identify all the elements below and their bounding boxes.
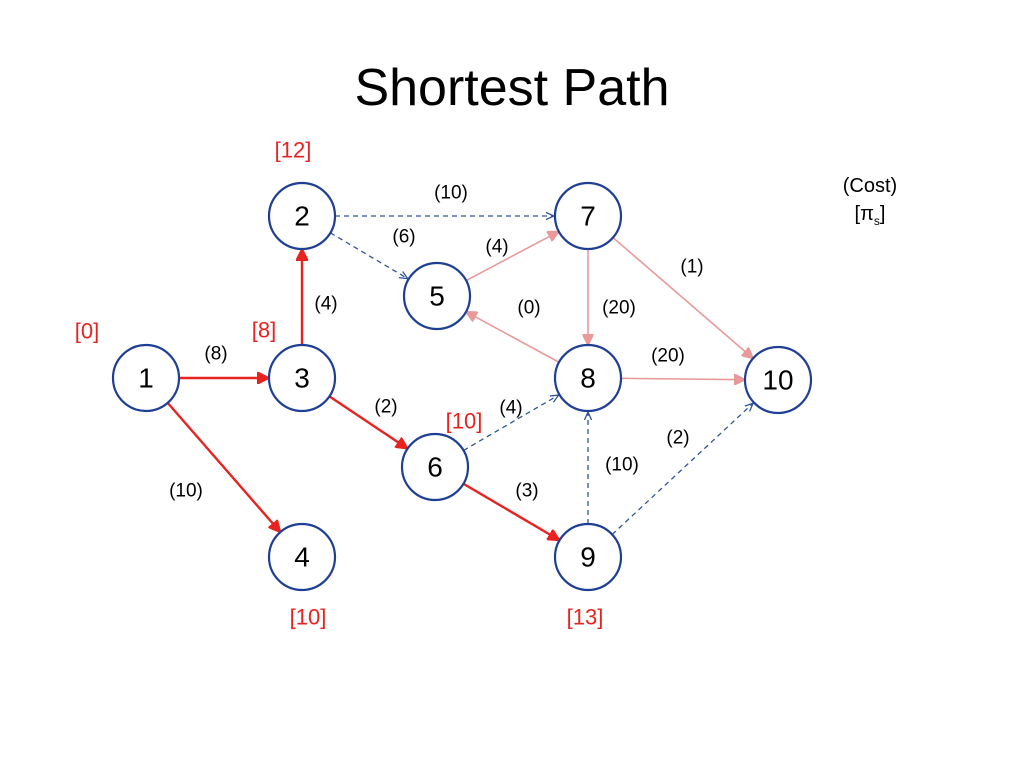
- legend-potential-symbol: π: [860, 203, 874, 225]
- legend-potential-open: [: [854, 203, 861, 225]
- node-label-1: 1: [138, 363, 154, 394]
- node-distance-3: [8]: [252, 318, 276, 343]
- edge-8-10: [620, 378, 744, 379]
- labels-layer: (8) (10) (4) (2) (3) (10) (6) (4) (10) (2) (4) (0) (…: [75, 138, 704, 630]
- edge-cost-8-10: (20): [651, 346, 685, 367]
- edge-6-9: [462, 482, 558, 540]
- nodes-layer: 1 2 3 4 5 6 7 8 9 10: [111, 181, 813, 592]
- page-title: Shortest Path: [354, 59, 670, 117]
- edge-cost-9-8: (10): [605, 455, 639, 476]
- edge-cost-2-7: (10): [434, 183, 468, 204]
- node-7: 7: [553, 181, 623, 251]
- node-circle-6: [400, 432, 470, 502]
- node-2: 2: [267, 181, 337, 251]
- node-label-9: 9: [580, 542, 596, 573]
- legend: (Cost) [πs]: [820, 172, 920, 235]
- edge-2-5: [330, 232, 407, 279]
- node-label-5: 5: [429, 281, 445, 312]
- node-distance-4: [10]: [290, 605, 327, 630]
- edge-cost-1-4: (10): [169, 481, 203, 502]
- node-10: 10: [743, 345, 813, 415]
- node-label-10: 10: [762, 365, 793, 396]
- legend-potential-sub: s: [873, 214, 880, 228]
- edge-cost-5-7: (4): [485, 237, 508, 258]
- edge-cost-7-10: (1): [680, 257, 703, 278]
- edge-cost-1-3: (8): [204, 344, 227, 365]
- node-circle-3: [267, 343, 337, 413]
- node-circle-2: [267, 181, 337, 251]
- edge-5-7: [465, 232, 558, 282]
- node-circle-8: [553, 343, 623, 413]
- edges-layer: [166, 216, 753, 540]
- node-circle-10: [743, 345, 813, 415]
- node-4: 4: [267, 522, 337, 592]
- node-circle-1: [111, 343, 181, 413]
- edge-cost-3-6: (2): [374, 397, 397, 418]
- node-distance-9: [13]: [567, 605, 604, 630]
- edge-cost-3-2: (4): [314, 294, 337, 315]
- edge-1-4: [166, 402, 280, 531]
- node-label-2: 2: [294, 201, 310, 232]
- node-circle-5: [402, 261, 472, 331]
- edge-6-8: [463, 395, 559, 451]
- legend-cost: (Cost): [842, 175, 898, 197]
- edge-cost-2-5: (6): [392, 227, 415, 248]
- node-label-3: 3: [294, 363, 310, 394]
- node-label-4: 4: [294, 542, 310, 573]
- edge-8-5: [467, 312, 560, 363]
- node-9: 9: [553, 522, 623, 592]
- node-label-7: 7: [580, 201, 596, 232]
- node-circle-7: [553, 181, 623, 251]
- node-8: 8: [553, 343, 623, 413]
- edge-cost-9-10: (2): [666, 428, 689, 449]
- node-circle-9: [553, 522, 623, 592]
- legend-potential: [πs]: [820, 200, 920, 235]
- node-label-8: 8: [580, 363, 596, 394]
- node-5: 5: [402, 261, 472, 331]
- edge-cost-7-8: (20): [602, 298, 636, 319]
- edge-cost-6-8: (4): [499, 398, 522, 419]
- node-3: 3: [267, 343, 337, 413]
- edge-7-10: [612, 236, 752, 358]
- node-distance-6: [10]: [446, 409, 483, 434]
- node-label-6: 6: [427, 452, 443, 483]
- node-1: 1: [111, 343, 181, 413]
- node-6: 6: [400, 432, 470, 502]
- edge-cost-6-9: (3): [515, 481, 538, 502]
- node-distance-1: [0]: [75, 319, 99, 344]
- node-distance-2: [12]: [275, 138, 312, 163]
- legend-potential-close: ]: [879, 203, 886, 225]
- edge-cost-8-5: (0): [517, 298, 540, 319]
- edge-3-6: [328, 395, 406, 448]
- node-circle-4: [267, 522, 337, 592]
